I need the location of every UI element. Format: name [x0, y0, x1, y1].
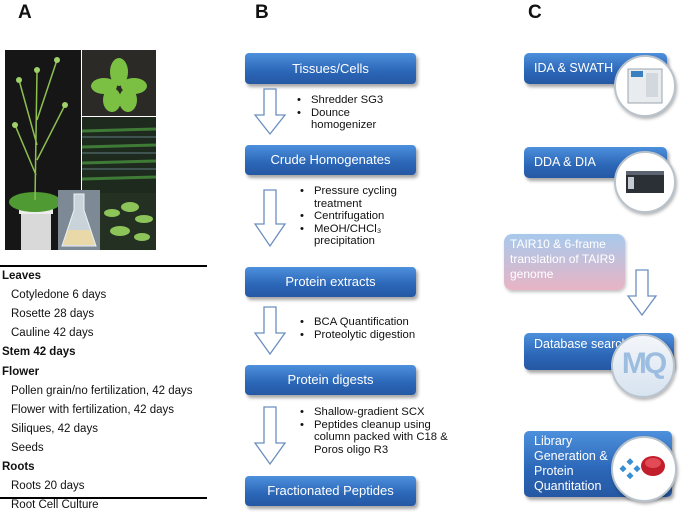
tair-database-box: TAIR10 & 6-frame translation of TAIR9 ge…: [504, 234, 625, 290]
maxquant-logo-icon: MQ: [611, 334, 675, 398]
tissue-sample: Pollen grain/no fertilization, 42 days: [11, 384, 193, 397]
seedling-trays-photo: [82, 117, 156, 193]
cell-culture-flask-photo: [58, 190, 100, 250]
bullets-fractionation: Shallow-gradient SCX Peptides cleanup us…: [300, 406, 464, 456]
step-fractionated-peptides: Fractionated Peptides: [245, 476, 416, 506]
rosette-photo: [82, 50, 156, 116]
tissue-sample: Flower with fertilization, 42 days: [11, 403, 174, 416]
tissue-sample: Root Cell Culture: [11, 499, 99, 512]
down-arrow-icon: [253, 189, 287, 248]
tissue-sample: Seeds: [11, 441, 44, 454]
panel-c-label: C: [528, 2, 542, 23]
bullet-item: Centrifugation: [300, 210, 414, 223]
bullets-extraction: Pressure cycling treatment Centrifugatio…: [300, 185, 414, 248]
tissue-sample: Siliques, 42 days: [11, 422, 98, 435]
workflow-arrows: [253, 88, 287, 466]
tissue-category: Roots: [2, 461, 35, 473]
down-arrow-icon: [253, 406, 287, 466]
bullet-item: Shallow-gradient SCX: [300, 406, 464, 419]
step-crude-homogenates: Crude Homogenates: [245, 145, 416, 175]
down-arrow-icon: [626, 269, 658, 317]
down-arrow-icon: [253, 306, 287, 356]
bullet-item: Dounce homogenizer: [297, 107, 411, 132]
down-arrow-icon: [253, 88, 287, 136]
bullet-item: Peptides cleanup using column packed wit…: [300, 419, 464, 457]
table-top-rule: [0, 265, 207, 267]
maxquant-logo-text: MQ: [621, 347, 667, 380]
tissue-sample: Cotyledone 6 days: [11, 289, 107, 302]
skyline-software-icon: [611, 436, 677, 502]
bullet-item: Pressure cycling treatment: [300, 185, 414, 210]
step-protein-digests: Protein digests: [245, 365, 416, 395]
bullet-item: MeOH/CHCl₃ precipitation: [300, 223, 414, 248]
db-search-label: Database searches: [534, 337, 642, 351]
ms-mode-label: DDA & DIA: [534, 155, 596, 169]
panel-a-label: A: [18, 2, 32, 23]
tair-down-arrow: [626, 269, 658, 317]
tissue-category: Leaves: [2, 270, 42, 282]
bullets-homogenization: Shredder SG3 Dounce homogenizer: [297, 94, 411, 132]
step-protein-extracts: Protein extracts: [245, 267, 416, 297]
step-tissues-cells: Tissues/Cells: [245, 53, 416, 84]
bullet-item: Shredder SG3: [297, 94, 411, 107]
tissue-category: Stem 42 days: [2, 346, 76, 359]
tissue-sample: Cauline 42 days: [11, 327, 94, 340]
bullet-item: Proteolytic digestion: [300, 329, 415, 342]
mass-spectrometer-icon: [614, 55, 676, 117]
tissue-sample: Roots 20 days: [11, 480, 85, 493]
library-label: Library Generation & Protein Quantitatio…: [534, 434, 608, 493]
arabidopsis-plant-photo: [5, 50, 81, 250]
table-bottom-rule: [0, 497, 207, 499]
bullet-item: BCA Quantification: [300, 316, 415, 329]
tissue-category: Flower: [2, 365, 40, 378]
panel-b-label: B: [255, 2, 269, 23]
seedlings-photo: [100, 193, 156, 250]
ms-mode-label: IDA & SWATH: [534, 61, 614, 75]
orbitrap-instrument-icon: [614, 151, 676, 213]
tissue-sample: Rosette 28 days: [11, 308, 95, 321]
bullets-digestion: BCA Quantification Proteolytic digestion: [300, 316, 415, 341]
